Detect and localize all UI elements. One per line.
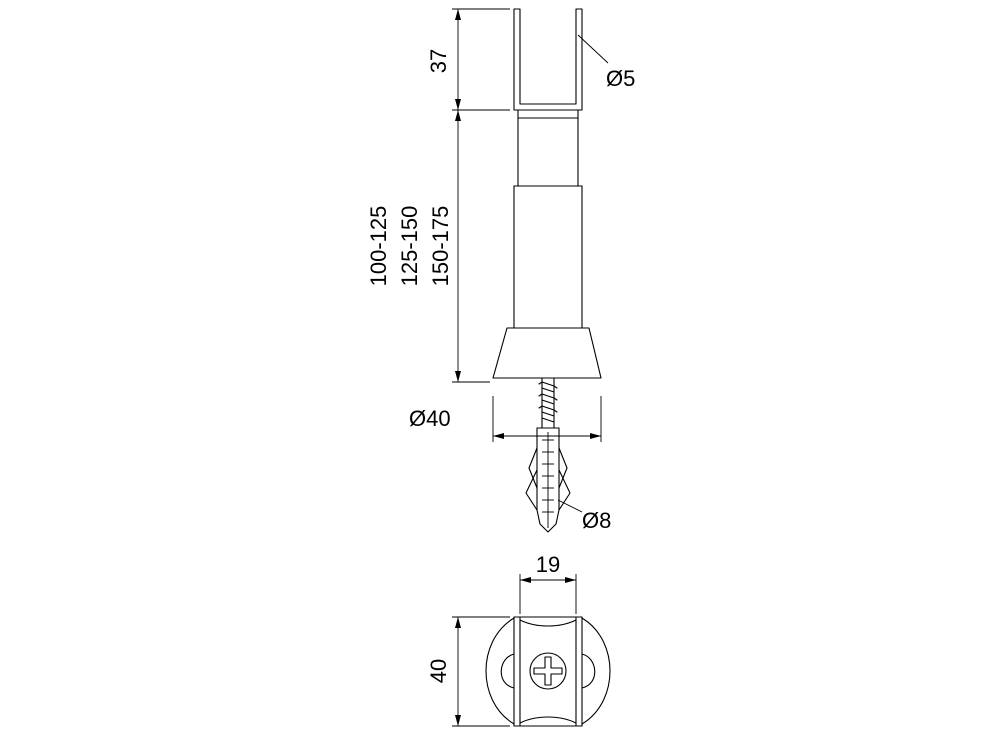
round-base bbox=[485, 617, 611, 725]
screw bbox=[538, 377, 558, 429]
dim-clip-width bbox=[519, 574, 577, 614]
dim-fork-height-label: 37 bbox=[426, 49, 451, 73]
dim-clip-width-label: 19 bbox=[536, 552, 560, 577]
dim-length-label-1: 100-125 bbox=[366, 206, 391, 287]
dim-fork-hole-label: Ø5 bbox=[606, 66, 635, 91]
dim-length-label-2: 125-150 bbox=[397, 206, 422, 287]
side-view: 37 Ø5 100-125 125-150 150-175 Ø40 Ø bbox=[366, 8, 635, 533]
dim-length-label-3: 150-175 bbox=[428, 206, 453, 287]
dim-base-diameter bbox=[492, 396, 602, 442]
clip-body bbox=[513, 616, 583, 727]
leader-fork-hole bbox=[577, 34, 609, 64]
top-view: 19 40 bbox=[426, 552, 611, 727]
dim-dowel-diameter-label: Ø8 bbox=[582, 508, 611, 533]
fork-bracket bbox=[513, 8, 583, 111]
phillips-screw-head-icon bbox=[529, 652, 567, 690]
rubber-foot bbox=[492, 327, 602, 379]
dim-fork-height bbox=[452, 8, 510, 111]
dim-length bbox=[452, 110, 490, 383]
upper-tube bbox=[517, 109, 579, 187]
lower-tube bbox=[513, 185, 583, 329]
leader-dowel-diameter bbox=[557, 499, 583, 513]
dim-base-height-label: 40 bbox=[426, 659, 451, 683]
dim-base-height bbox=[452, 616, 510, 727]
wall-plug bbox=[525, 427, 571, 533]
dim-base-diameter-label: Ø40 bbox=[409, 406, 451, 431]
